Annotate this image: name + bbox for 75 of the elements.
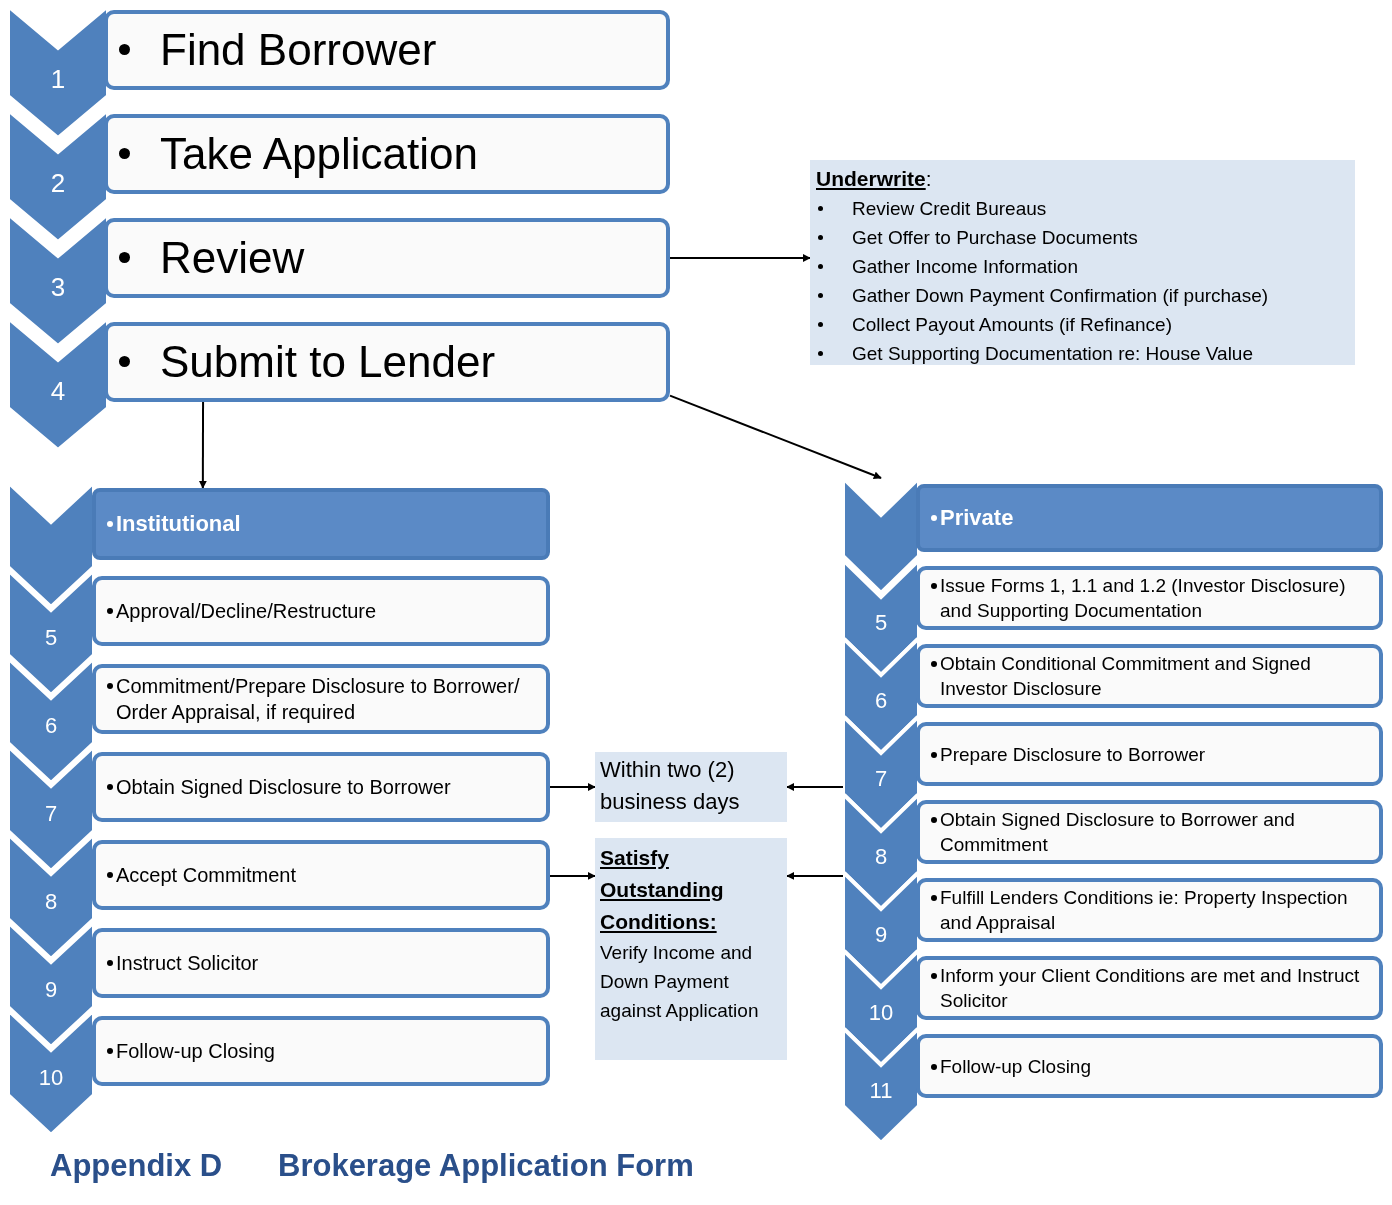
step-box [92, 840, 550, 910]
step-number: 10 [38, 1066, 64, 1089]
step-number: 8 [44, 890, 58, 913]
step-number: 6 [44, 714, 58, 737]
arrow [549, 783, 596, 791]
note-box [595, 838, 787, 1060]
caption-text: Brokerage Application Form [278, 1147, 694, 1185]
step-text: Accept Commitment [116, 863, 297, 888]
header-bar [916, 484, 1383, 552]
step-box [92, 752, 550, 822]
step-box [104, 322, 670, 402]
step-number: 6 [874, 689, 888, 712]
step-box [92, 664, 550, 734]
step-number: 4 [50, 378, 66, 404]
step-number: 5 [874, 611, 888, 634]
step-text: Issue Forms 1, 1.1 and 1.2 (Investor Disclosure) and Supporting Documentation [940, 574, 1347, 623]
note-heading: Satisfy Outstanding Conditions: [600, 845, 725, 935]
step-box [104, 114, 670, 194]
heading-text: Private [940, 505, 1014, 531]
list-item: Review Credit Bureaus [852, 197, 1047, 221]
step-box [916, 566, 1383, 630]
step-box [916, 722, 1383, 786]
note-text: Within two (2) business days [600, 756, 741, 816]
step-box [92, 1016, 550, 1086]
step-text: Submit to Lender [160, 336, 496, 388]
step-number: 1 [50, 66, 66, 92]
step-text: Commitment/Prepare Disclosure to Borrower/ Order Appraisal, if required [116, 674, 521, 725]
list-item: Gather Down Payment Confirmation (if purchase) [852, 284, 1269, 308]
list-item: Get Offer to Purchase Documents [852, 226, 1138, 250]
step-text: Obtain Conditional Commitment and Signed Investor Disclosure [940, 652, 1312, 701]
arrow [549, 871, 596, 880]
step-box [104, 10, 670, 90]
step-text: Take Application [160, 128, 478, 180]
step-text: Instruct Solicitor [116, 951, 259, 976]
step-text: Prepare Disclosure to Borrower [940, 742, 1206, 767]
step-text: Obtain Signed Disclosure to Borrower and Commitment [940, 808, 1296, 857]
step-box [916, 878, 1383, 942]
step-number: 11 [869, 1079, 893, 1102]
header-bar [92, 488, 550, 560]
list-item: Gather Income Information [852, 255, 1078, 279]
arrow [198, 401, 207, 489]
heading-text: Institutional [116, 511, 241, 537]
step-number: 10 [868, 1001, 894, 1024]
step-box [916, 1034, 1383, 1098]
step-text: Review [160, 232, 305, 284]
step-number: 8 [874, 845, 888, 868]
step-number: 7 [44, 802, 58, 825]
step-text: Follow-up Closing [940, 1054, 1091, 1079]
step-box [104, 218, 670, 298]
step-box [916, 800, 1383, 864]
arrow [669, 254, 811, 262]
step-text: Fulfill Lenders Conditions ie: Property Inspection and Appraisal [940, 886, 1349, 935]
step-text: Inform your Client Conditions are met and Instruct Solicitor [940, 964, 1361, 1013]
step-box [916, 644, 1383, 708]
step-number: 3 [50, 274, 66, 300]
step-box [92, 928, 550, 998]
step-box [916, 956, 1383, 1020]
note-box [595, 752, 787, 822]
arrow [669, 394, 882, 480]
step-number: 2 [50, 170, 66, 196]
step-text: Approval/Decline/Restructure [116, 599, 377, 624]
step-text: Follow-up Closing [116, 1039, 275, 1064]
step-number: 9 [874, 923, 888, 946]
step-number: 7 [874, 767, 888, 790]
note-heading: Underwrite: [816, 166, 933, 192]
step-text: Obtain Signed Disclosure to Borrower [116, 775, 451, 800]
step-number: 9 [44, 978, 58, 1001]
list-item: Collect Payout Amounts (if Refinance) [852, 313, 1172, 337]
note-box [810, 160, 1355, 365]
step-box [92, 576, 550, 646]
caption-text: Appendix D [50, 1147, 223, 1185]
list-item: Get Supporting Documentation re: House Value [852, 342, 1253, 366]
note-text: Verify Income and Down Payment against Application [600, 941, 760, 1023]
step-number: 5 [44, 626, 58, 649]
step-text: Find Borrower [160, 24, 437, 76]
